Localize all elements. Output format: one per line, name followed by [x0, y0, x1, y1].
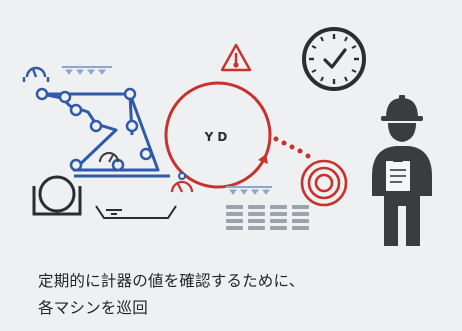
yankee-dryer: YD — [164, 81, 272, 189]
paper-machine-illustration: YD — [22, 27, 432, 246]
gauge-icon — [99, 152, 119, 163]
caption: 定期的に計器の値を確認するために、 各マシンを巡回 — [38, 268, 304, 322]
worker-with-clipboard-icon — [372, 95, 432, 246]
clock-icon — [302, 27, 366, 91]
gauge-icon — [22, 66, 50, 82]
coil-icon — [300, 159, 348, 207]
water-tray — [95, 205, 177, 219]
sheet-path — [273, 136, 311, 159]
gauge-icon — [170, 180, 194, 193]
caption-line-1: 定期的に計器の値を確認するために、 — [38, 272, 305, 290]
dryer-label: YD — [204, 130, 232, 144]
warning-thermometer-icon — [220, 43, 252, 72]
drying-hoods — [226, 205, 309, 230]
caption-line-2: 各マシンを巡回 — [38, 299, 148, 317]
spray-nozzles — [226, 186, 272, 195]
spray-nozzles — [62, 66, 112, 75]
machine-rollers — [35, 87, 153, 172]
press-roll — [32, 175, 82, 216]
